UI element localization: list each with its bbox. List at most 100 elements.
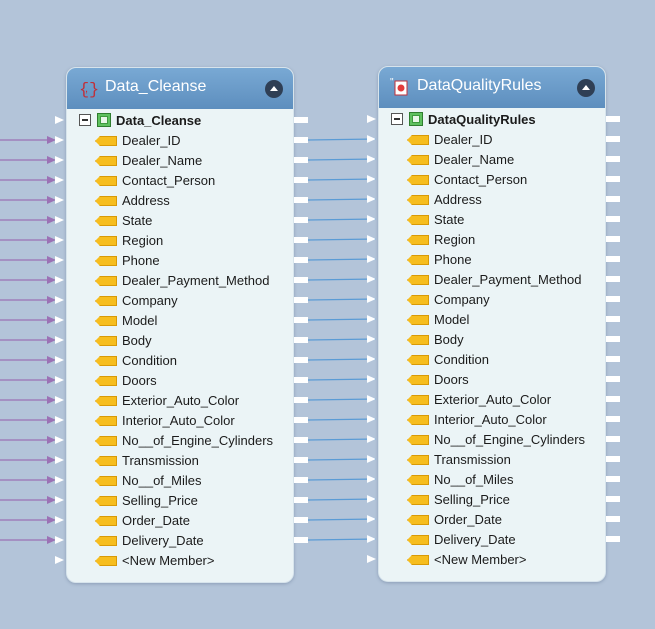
output-port[interactable]: [606, 216, 620, 222]
input-port[interactable]: [55, 316, 64, 324]
output-port[interactable]: [606, 496, 620, 502]
input-port[interactable]: [367, 235, 376, 243]
input-port[interactable]: [367, 295, 376, 303]
output-port[interactable]: [294, 257, 308, 263]
mapping-wire[interactable]: [307, 278, 377, 281]
mapping-wire[interactable]: [307, 398, 377, 401]
mapping-wire[interactable]: [307, 258, 377, 261]
collapse-toggle-icon[interactable]: [391, 113, 403, 125]
mapping-wire[interactable]: [307, 538, 377, 541]
mapping-wire[interactable]: [307, 498, 377, 501]
input-port[interactable]: [367, 195, 376, 203]
mapping-wire[interactable]: [307, 218, 377, 221]
mapping-wire[interactable]: [307, 418, 377, 421]
input-port[interactable]: [55, 236, 64, 244]
output-port[interactable]: [606, 536, 620, 542]
input-port[interactable]: [367, 175, 376, 183]
output-port[interactable]: [606, 296, 620, 302]
output-port[interactable]: [294, 117, 308, 123]
input-port[interactable]: [367, 475, 376, 483]
input-port[interactable]: [367, 435, 376, 443]
output-port[interactable]: [294, 497, 308, 503]
mapping-wire[interactable]: [307, 178, 377, 181]
input-port[interactable]: [55, 476, 64, 484]
output-port[interactable]: [294, 137, 308, 143]
collapse-toggle-icon[interactable]: [79, 114, 91, 126]
mapping-wire[interactable]: [307, 358, 377, 361]
output-port[interactable]: [606, 156, 620, 162]
input-port[interactable]: [367, 455, 376, 463]
output-port[interactable]: [294, 337, 308, 343]
output-port[interactable]: [606, 456, 620, 462]
input-port[interactable]: [367, 135, 376, 143]
collapse-button[interactable]: [265, 80, 283, 98]
input-port[interactable]: [55, 396, 64, 404]
output-port[interactable]: [606, 316, 620, 322]
node-header[interactable]: { } , Data_Cleanse: [67, 68, 293, 109]
mapping-wire[interactable]: [307, 138, 377, 141]
input-port[interactable]: [367, 275, 376, 283]
output-port[interactable]: [606, 436, 620, 442]
input-port[interactable]: [55, 436, 64, 444]
input-port[interactable]: [55, 216, 64, 224]
input-port[interactable]: [367, 555, 376, 563]
input-port[interactable]: [367, 155, 376, 163]
input-port[interactable]: [55, 296, 64, 304]
input-port[interactable]: [367, 255, 376, 263]
input-port[interactable]: [55, 456, 64, 464]
output-port[interactable]: [294, 217, 308, 223]
output-port[interactable]: [606, 256, 620, 262]
input-port[interactable]: [367, 495, 376, 503]
input-port[interactable]: [55, 516, 64, 524]
output-port[interactable]: [606, 416, 620, 422]
input-port[interactable]: [55, 496, 64, 504]
input-port[interactable]: [55, 156, 64, 164]
node-header[interactable]: " DataQualityRules: [379, 67, 605, 108]
input-port[interactable]: [55, 116, 64, 124]
input-port[interactable]: [367, 355, 376, 363]
output-port[interactable]: [606, 376, 620, 382]
mapping-wire[interactable]: [307, 238, 377, 241]
output-port[interactable]: [294, 177, 308, 183]
output-port[interactable]: [606, 136, 620, 142]
input-port[interactable]: [55, 136, 64, 144]
output-port[interactable]: [294, 417, 308, 423]
input-port[interactable]: [55, 196, 64, 204]
input-port[interactable]: [367, 335, 376, 343]
input-port[interactable]: [367, 375, 376, 383]
mapping-wire[interactable]: [307, 438, 377, 441]
output-port[interactable]: [606, 336, 620, 342]
output-port[interactable]: [606, 396, 620, 402]
mapping-wire[interactable]: [307, 518, 377, 521]
output-port[interactable]: [294, 297, 308, 303]
input-port[interactable]: [55, 276, 64, 284]
output-port[interactable]: [294, 377, 308, 383]
input-port[interactable]: [367, 315, 376, 323]
output-port[interactable]: [294, 357, 308, 363]
mapping-wire[interactable]: [307, 318, 377, 321]
output-port[interactable]: [294, 517, 308, 523]
output-port[interactable]: [294, 197, 308, 203]
mapping-wire[interactable]: [307, 298, 377, 301]
output-port[interactable]: [606, 276, 620, 282]
input-port[interactable]: [367, 215, 376, 223]
mapping-wire[interactable]: [307, 198, 377, 201]
input-port[interactable]: [367, 115, 376, 123]
input-port[interactable]: [55, 376, 64, 384]
output-port[interactable]: [606, 236, 620, 242]
output-port[interactable]: [606, 116, 620, 122]
input-port[interactable]: [367, 535, 376, 543]
output-port[interactable]: [606, 476, 620, 482]
output-port[interactable]: [294, 457, 308, 463]
input-port[interactable]: [55, 336, 64, 344]
output-port[interactable]: [606, 176, 620, 182]
output-port[interactable]: [606, 196, 620, 202]
input-port[interactable]: [367, 415, 376, 423]
mapping-wire[interactable]: [307, 458, 377, 461]
input-port[interactable]: [55, 176, 64, 184]
output-port[interactable]: [606, 516, 620, 522]
mapping-wire[interactable]: [307, 338, 377, 341]
